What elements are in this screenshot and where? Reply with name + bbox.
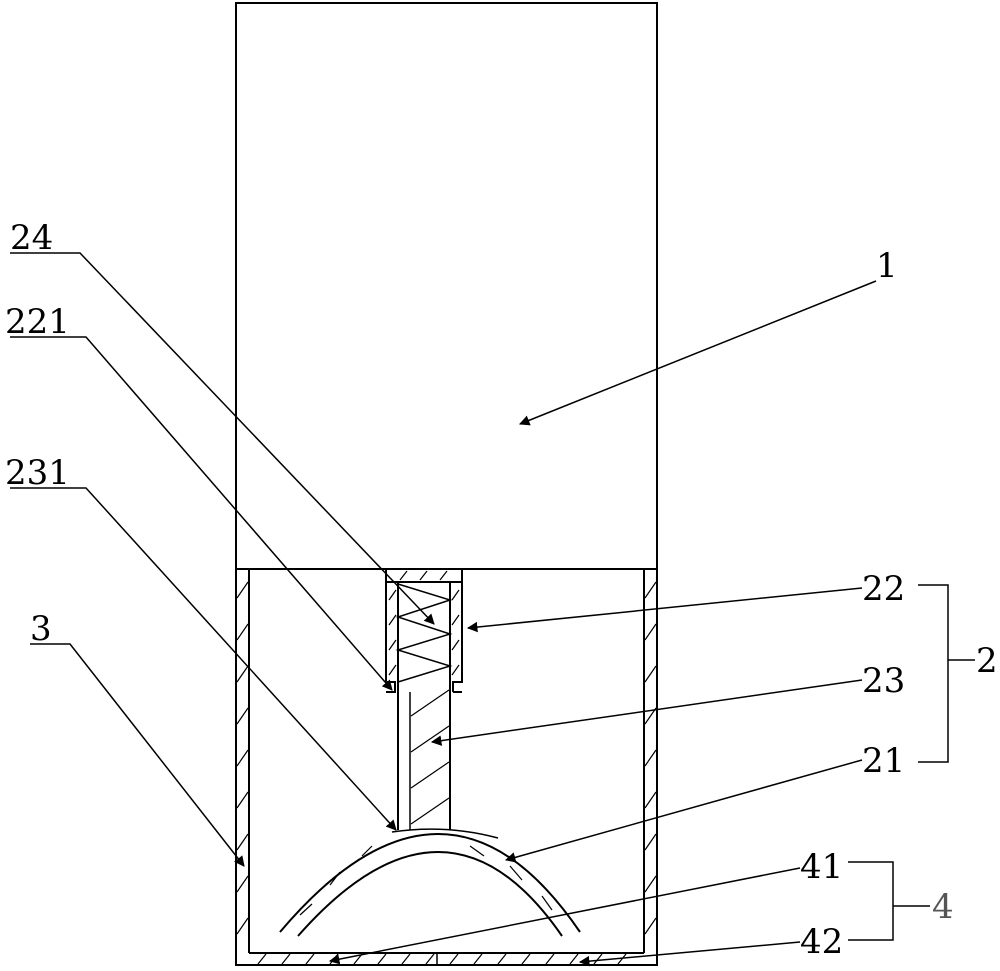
bottom-plate-part-4	[249, 952, 644, 965]
label-21: 21	[862, 741, 905, 781]
leader-lines	[10, 252, 975, 967]
label-2: 2	[976, 641, 998, 681]
right-wall-hatch	[644, 581, 657, 935]
spring-part-24	[395, 583, 453, 683]
label-3: 3	[30, 609, 52, 649]
dome-part-21	[279, 828, 581, 937]
label-4: 4	[932, 887, 954, 927]
label-42: 42	[800, 922, 843, 962]
label-41: 41	[800, 847, 843, 887]
sleeve-part-22	[385, 568, 463, 693]
label-221: 221	[5, 302, 70, 342]
cup-part-3	[235, 568, 658, 966]
label-231: 231	[5, 453, 70, 493]
left-wall-hatch	[236, 581, 249, 935]
label-23: 23	[862, 661, 905, 701]
label-24: 24	[10, 218, 53, 258]
upper-body-part-1	[235, 2, 658, 570]
label-1: 1	[876, 246, 898, 286]
label-22: 22	[862, 569, 905, 609]
rod-part-23	[397, 682, 451, 830]
